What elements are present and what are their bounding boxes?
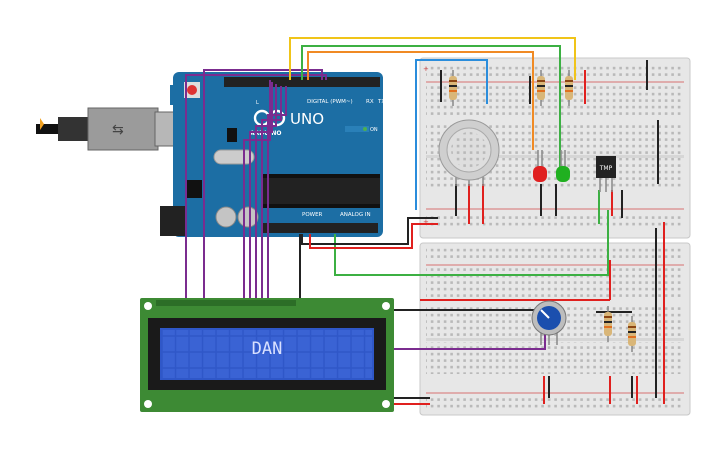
tmp-sensor: TMP: [596, 156, 616, 192]
jumper-wires-bottom: [543, 260, 638, 404]
resistor-4: [604, 306, 612, 342]
on-label: ON: [370, 127, 378, 133]
digital-label: DIGITAL (PWM~): [307, 99, 353, 105]
rx-label: RX: [366, 99, 374, 105]
l-label: L: [256, 100, 259, 106]
resistor-1: [449, 70, 457, 106]
atmega-chip: [262, 178, 380, 204]
arduino-uno: DIGITAL (PWM~) TX RX L UNO ARDUINO ON PO…: [160, 72, 385, 237]
jumper-wires-top: [440, 70, 659, 224]
digital-header: [224, 77, 380, 87]
resistor-2: [537, 70, 545, 106]
resistor-5: [628, 316, 636, 352]
lcd-module: DAN: [140, 298, 394, 412]
purple-wires: [185, 69, 546, 350]
usb-icon: ⇆: [112, 122, 124, 138]
tx-label: TX: [377, 99, 385, 105]
svg-text:+: +: [423, 65, 429, 73]
gas-sensor: [438, 119, 500, 186]
tmp-label: TMP: [599, 165, 613, 172]
resistor-3: [565, 70, 573, 106]
analog-label: ANALOG IN: [340, 212, 371, 218]
analog-power-header: [262, 223, 378, 233]
power-wires: [299, 60, 665, 405]
power-led: [363, 127, 367, 131]
signal-wires: [289, 37, 609, 276]
reset-button[interactable]: [187, 85, 197, 95]
lcd-text: DAN: [252, 339, 283, 359]
led-green: [556, 150, 570, 182]
potentiometer[interactable]: [531, 300, 567, 345]
arduino-model: UNO: [290, 110, 324, 128]
knob-indicator: [540, 309, 550, 319]
power-label: POWER: [302, 212, 323, 218]
svg-text:+: +: [423, 218, 429, 226]
usb-cable: ⇆: [36, 107, 178, 151]
arduino-brand: ARDUINO: [250, 130, 281, 137]
resistors: [449, 70, 636, 352]
power-jack: [160, 206, 186, 236]
led-red: [533, 150, 547, 182]
